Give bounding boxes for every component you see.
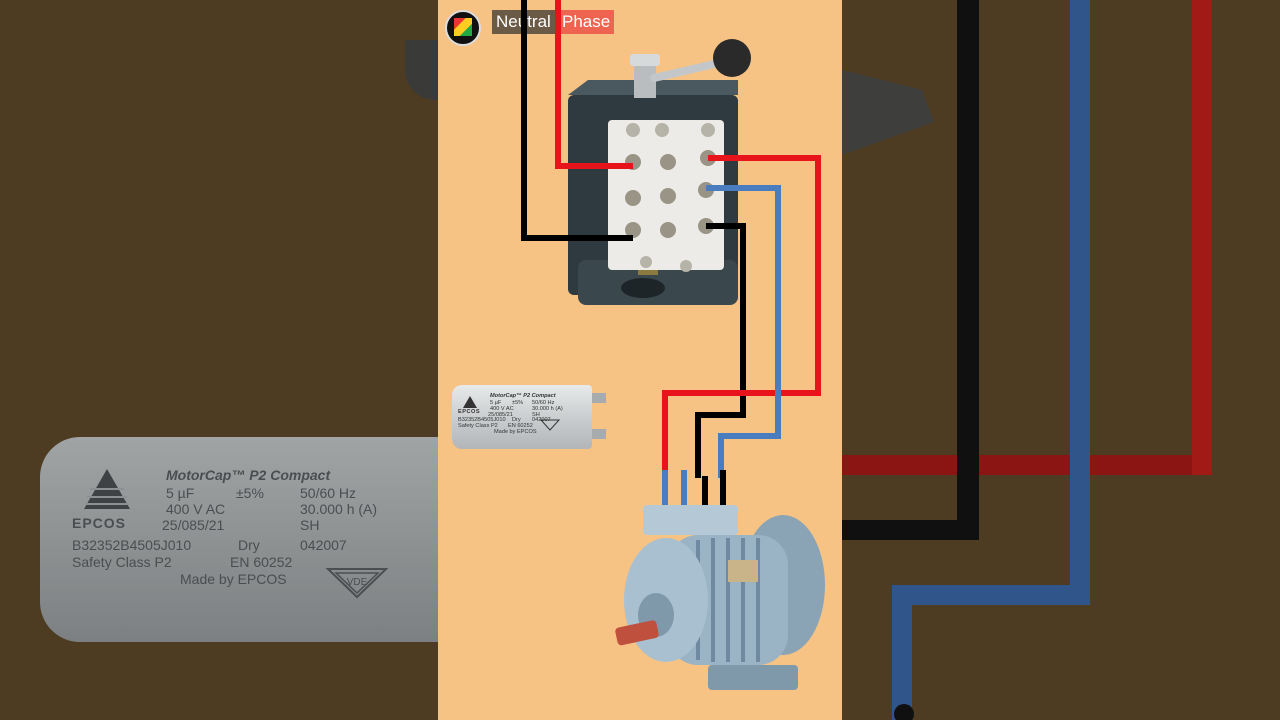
background-left-blur: MotorCap™ P2 Compact EPCOS 5 µF ±5% 50/6… [0, 0, 438, 720]
cap-madeby: Made by EPCOS [494, 429, 537, 435]
cap-standard: EN 60252 [508, 423, 533, 429]
phase-label: Phase [558, 10, 615, 34]
blurred-cap-madeby: Made by EPCOS [180, 571, 287, 587]
phase-wire [555, 0, 821, 478]
cap-capacitance: 5 µF [490, 400, 502, 406]
motor-icon [615, 505, 825, 690]
switch-terminals [625, 123, 716, 272]
blurred-cap-lifetime: 30.000 h (A) [300, 501, 378, 517]
rotary-switch-icon [568, 39, 751, 305]
blurred-switch-shadow [405, 40, 438, 100]
background-right-blur [842, 0, 1280, 720]
blurred-cap-safety: Safety Class P2 [72, 554, 172, 570]
diagram-svg [521, 0, 825, 690]
blue-wire [706, 185, 781, 478]
epcos-logo-small-icon [463, 396, 477, 408]
blurred-cap-capacitance: 5 µF [166, 485, 195, 501]
capacitor-terminals-icon [592, 393, 606, 439]
wiring-diagram-panel: Neutral Phase [438, 0, 842, 720]
cap-safety: Safety Class P2 [458, 423, 498, 429]
cap-sh: SH [532, 412, 540, 418]
blurred-cap-dry: Dry [238, 537, 260, 553]
neutral-wire [521, 0, 746, 478]
blurred-cap-brand: EPCOS [72, 515, 127, 531]
blurred-cap-frequency: 50/60 Hz [300, 485, 357, 501]
blurred-cap-voltage: 400 V AC [166, 501, 226, 517]
motor-leads [662, 470, 726, 505]
blurred-cap-title: MotorCap™ P2 Compact [166, 467, 331, 483]
channel-logo-icon[interactable] [445, 10, 481, 46]
cap-dry: Dry [512, 417, 521, 423]
blurred-cap-partnumber: B32352B4505J010 [72, 537, 192, 553]
blurred-cap-sh: SH [300, 517, 320, 533]
vde-mark-icon: VDE [326, 568, 388, 599]
blurred-cap-standard: EN 60252 [230, 554, 293, 570]
blurred-wires [842, 0, 1212, 720]
epcos-logo-icon [84, 469, 130, 509]
cap-frequency: 50/60 Hz [532, 400, 555, 406]
cap-vde-icon [540, 419, 560, 431]
cap-partnumber: B32352B4505J010 [458, 417, 506, 423]
blurred-cap-datecode: 25/085/21 [162, 517, 225, 533]
blurred-cap-code: 042007 [300, 537, 347, 553]
cap-voltage: 400 V AC [490, 406, 514, 412]
cap-lifetime: 30.000 h (A) [532, 406, 563, 412]
blurred-cap-tolerance: ±5% [236, 485, 264, 501]
cap-tolerance: ±5% [512, 400, 524, 406]
cap-brand: EPCOS [458, 409, 481, 415]
blurred-capacitor: MotorCap™ P2 Compact EPCOS 5 µF ±5% 50/6… [40, 437, 438, 642]
vde-mark-text: VDE [347, 577, 368, 588]
capacitor-icon: EPCOS MotorCap™ P2 Compact 5 µF ±5% 50/6… [452, 385, 606, 449]
cap-datecode: 25/085/21 [488, 412, 513, 418]
cap-title: MotorCap™ P2 Compact [490, 393, 556, 399]
